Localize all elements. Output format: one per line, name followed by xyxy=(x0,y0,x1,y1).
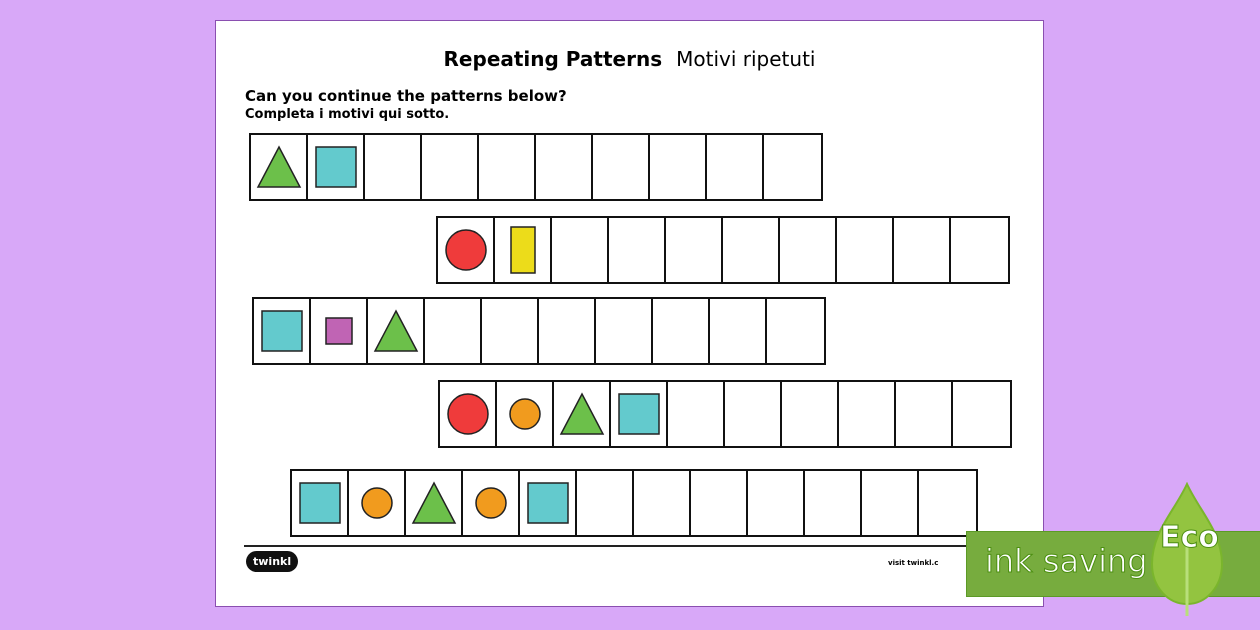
pattern-cell xyxy=(292,471,349,535)
empty-cell[interactable] xyxy=(365,135,422,199)
empty-cell[interactable] xyxy=(710,299,767,363)
pattern-cell xyxy=(554,382,611,446)
pattern-cell xyxy=(520,471,577,535)
title-italian: Motivi ripetuti xyxy=(676,47,816,71)
teal-square-icon xyxy=(617,393,660,435)
orange-small-circle-icon xyxy=(508,398,541,430)
pattern-cell xyxy=(611,382,668,446)
empty-cell[interactable] xyxy=(425,299,482,363)
eco-leaf-icon: Eco xyxy=(1150,481,1224,621)
teal-square-icon xyxy=(314,146,357,188)
green-triangle-icon xyxy=(373,309,418,352)
empty-cell[interactable] xyxy=(422,135,479,199)
pattern-cell xyxy=(308,135,365,199)
empty-cell[interactable] xyxy=(668,382,725,446)
pattern-cell xyxy=(368,299,425,363)
empty-cell[interactable] xyxy=(577,471,634,535)
pattern-cell xyxy=(463,471,520,535)
page-title: Repeating Patterns Motivi ripetuti xyxy=(216,47,1043,71)
empty-cell[interactable] xyxy=(691,471,748,535)
empty-cell[interactable] xyxy=(482,299,539,363)
empty-cell[interactable] xyxy=(780,218,837,282)
pattern-cell xyxy=(251,135,308,199)
pattern-row-4 xyxy=(438,380,1012,448)
empty-cell[interactable] xyxy=(748,471,805,535)
empty-cell[interactable] xyxy=(539,299,596,363)
empty-cell[interactable] xyxy=(894,218,951,282)
pattern-cell xyxy=(311,299,368,363)
empty-cell[interactable] xyxy=(764,135,821,199)
twinkl-logo: twinkl xyxy=(246,551,299,572)
instruction-italian: Completa i motivi qui sotto. xyxy=(245,107,450,122)
empty-cell[interactable] xyxy=(653,299,710,363)
empty-cell[interactable] xyxy=(650,135,707,199)
empty-cell[interactable] xyxy=(896,382,953,446)
pattern-cell xyxy=(440,382,497,446)
green-triangle-icon xyxy=(559,392,604,435)
orange-small-circle-icon xyxy=(360,487,393,519)
empty-cell[interactable] xyxy=(609,218,666,282)
title-english: Repeating Patterns xyxy=(443,47,663,71)
green-triangle-icon xyxy=(256,145,301,188)
empty-cell[interactable] xyxy=(479,135,536,199)
empty-cell[interactable] xyxy=(596,299,653,363)
empty-cell[interactable] xyxy=(725,382,782,446)
empty-cell[interactable] xyxy=(782,382,839,446)
pattern-cell xyxy=(349,471,406,535)
pattern-row-5 xyxy=(290,469,978,537)
worksheet-page: Repeating Patterns Motivi ripetuti Can yo… xyxy=(215,20,1044,607)
yellow-rectangle-icon xyxy=(509,226,536,274)
teal-square-icon xyxy=(526,482,569,524)
instruction-english: Can you continue the patterns below? xyxy=(245,87,567,105)
empty-cell[interactable] xyxy=(552,218,609,282)
pattern-cell xyxy=(406,471,463,535)
empty-cell[interactable] xyxy=(593,135,650,199)
pattern-cell xyxy=(495,218,552,282)
purple-small-square-icon xyxy=(324,317,353,345)
teal-square-icon xyxy=(298,482,341,524)
pattern-row-2 xyxy=(436,216,1010,284)
badge-label: ink saving xyxy=(985,542,1149,581)
pattern-cell xyxy=(254,299,311,363)
empty-cell[interactable] xyxy=(536,135,593,199)
red-circle-icon xyxy=(444,229,487,271)
pattern-row-1 xyxy=(249,133,823,201)
empty-cell[interactable] xyxy=(862,471,919,535)
footer-visit-text[interactable]: visit twinkl.c xyxy=(888,559,939,567)
green-triangle-icon xyxy=(411,481,456,524)
red-circle-icon xyxy=(446,393,489,435)
pattern-cell xyxy=(497,382,554,446)
empty-cell[interactable] xyxy=(951,218,1008,282)
empty-cell[interactable] xyxy=(953,382,1010,446)
pattern-cell xyxy=(438,218,495,282)
teal-square-icon xyxy=(260,310,303,352)
empty-cell[interactable] xyxy=(666,218,723,282)
badge-eco: Eco xyxy=(1160,520,1220,556)
empty-cell[interactable] xyxy=(839,382,896,446)
empty-cell[interactable] xyxy=(919,471,976,535)
orange-small-circle-icon xyxy=(474,487,507,519)
footer-divider xyxy=(244,545,979,547)
empty-cell[interactable] xyxy=(805,471,862,535)
empty-cell[interactable] xyxy=(767,299,824,363)
empty-cell[interactable] xyxy=(723,218,780,282)
pattern-row-3 xyxy=(252,297,826,365)
empty-cell[interactable] xyxy=(634,471,691,535)
empty-cell[interactable] xyxy=(837,218,894,282)
empty-cell[interactable] xyxy=(707,135,764,199)
